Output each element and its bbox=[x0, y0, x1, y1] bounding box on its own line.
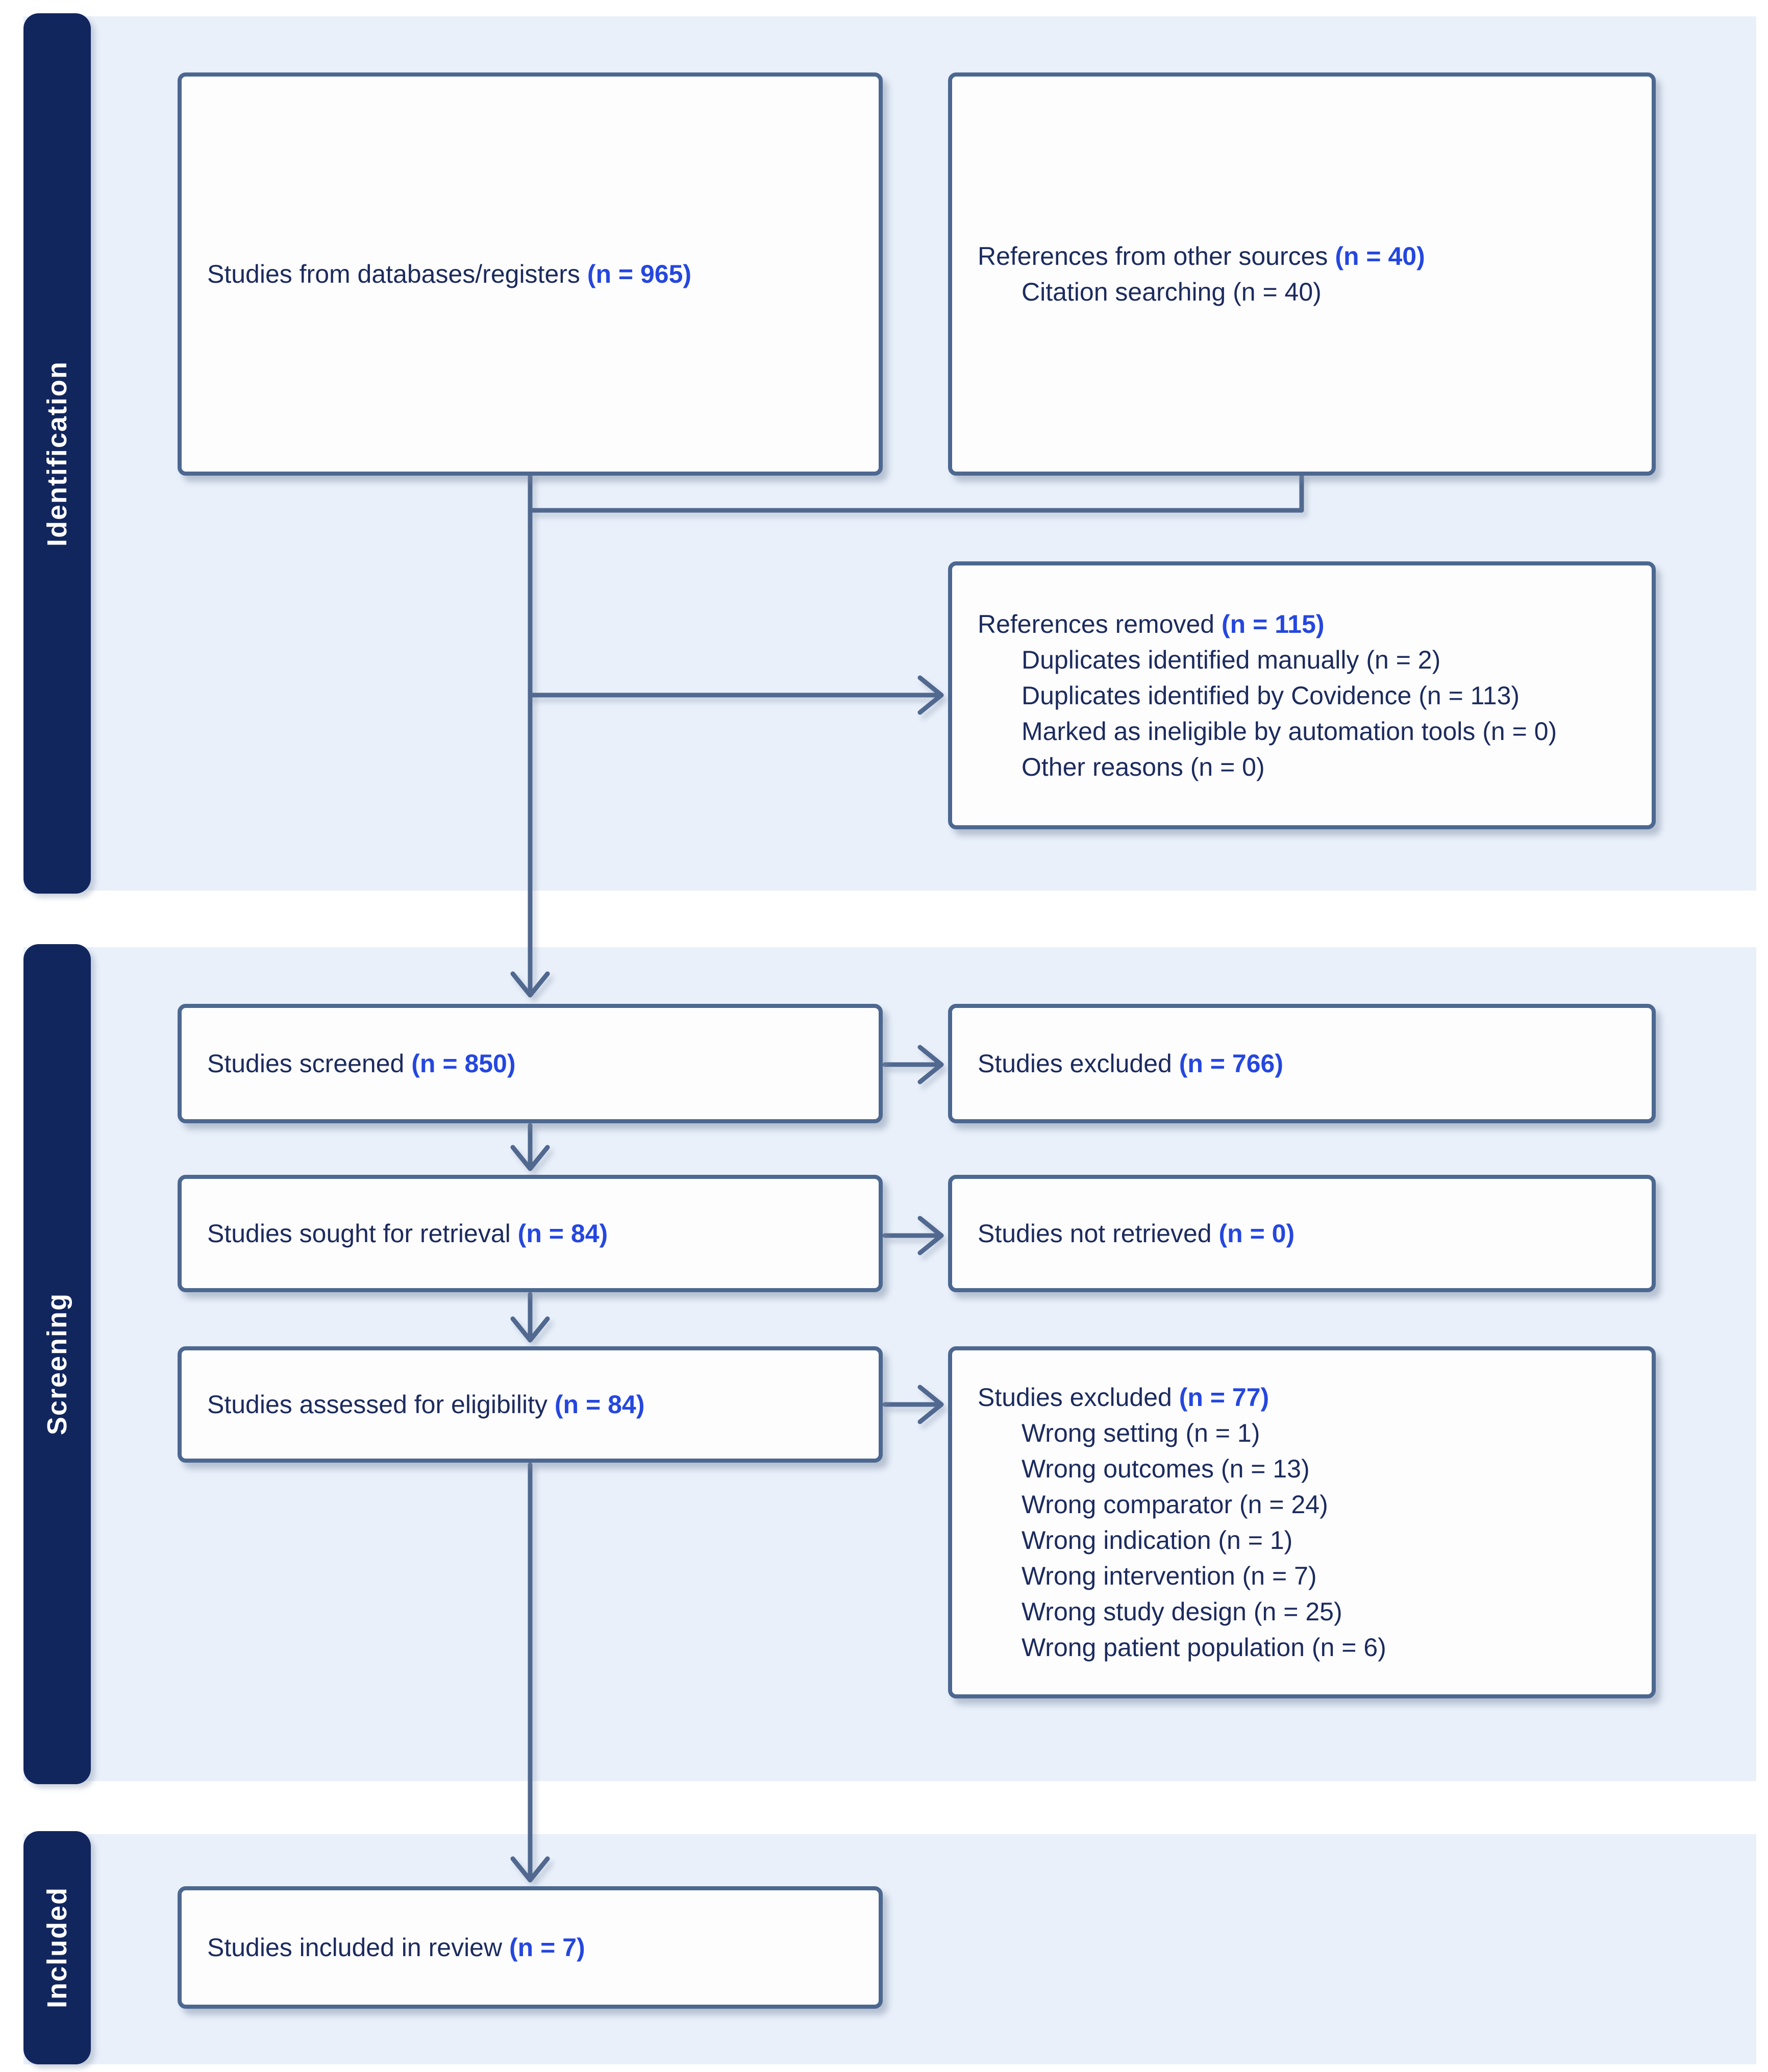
box-count: (n = 84) bbox=[517, 1219, 608, 1248]
box-count: (n = 84) bbox=[554, 1390, 645, 1419]
box-studies-not-retrieved: Studies not retrieved (n = 0) bbox=[948, 1175, 1656, 1292]
box-studies-sought-retrieval: Studies sought for retrieval (n = 84) bbox=[178, 1175, 883, 1292]
box-count: (n = 766) bbox=[1179, 1049, 1283, 1078]
box-list-item: Wrong study design (n = 25) bbox=[1022, 1597, 1342, 1626]
box-list-item: Wrong indication (n = 1) bbox=[1022, 1526, 1293, 1555]
box-studies-excluded-eligibility: Studies excluded (n = 77) Wrong setting … bbox=[948, 1346, 1656, 1698]
box-list-item: Wrong setting (n = 1) bbox=[1022, 1419, 1260, 1447]
identification-label: Identification bbox=[42, 360, 72, 547]
box-list-item: Wrong comparator (n = 24) bbox=[1022, 1490, 1328, 1519]
box-count: (n = 77) bbox=[1179, 1383, 1269, 1412]
box-label: References from other sources bbox=[978, 242, 1328, 270]
box-count: (n = 850) bbox=[411, 1049, 516, 1078]
box-list-item: Duplicates identified by Covidence (n = … bbox=[1022, 681, 1520, 710]
box-count: (n = 115) bbox=[1222, 609, 1325, 638]
box-label: References removed bbox=[978, 609, 1215, 638]
box-text: Studies screened (n = 850) bbox=[207, 1046, 860, 1081]
box-label: Studies from databases/registers bbox=[207, 260, 580, 288]
included-label: Included bbox=[42, 1887, 72, 2009]
box-text: Studies included in review (n = 7) bbox=[207, 1930, 860, 1965]
box-label: Studies assessed for eligibility bbox=[207, 1390, 547, 1419]
box-references-other-sources: References from other sources (n = 40) C… bbox=[948, 72, 1656, 476]
box-studies-included-review: Studies included in review (n = 7) bbox=[178, 1886, 883, 2009]
section-label-screening: Screening bbox=[23, 944, 91, 1784]
box-text: Studies excluded (n = 766) bbox=[978, 1046, 1633, 1081]
box-text: Studies excluded (n = 77) bbox=[978, 1379, 1633, 1415]
box-list-item: Wrong outcomes (n = 13) bbox=[1022, 1454, 1310, 1483]
box-text: Studies assessed for eligibility (n = 84… bbox=[207, 1387, 860, 1422]
box-label: Studies not retrieved bbox=[978, 1219, 1212, 1248]
box-count: (n = 965) bbox=[587, 260, 692, 288]
box-studies-excluded-screening: Studies excluded (n = 766) bbox=[948, 1004, 1656, 1123]
box-list-item: Duplicates identified manually (n = 2) bbox=[1022, 645, 1441, 674]
screening-label: Screening bbox=[42, 1293, 72, 1436]
box-label: Studies excluded bbox=[978, 1049, 1172, 1078]
box-label: Studies included in review bbox=[207, 1933, 503, 1962]
box-label: Studies excluded bbox=[978, 1383, 1172, 1412]
box-studies-screened: Studies screened (n = 850) bbox=[178, 1004, 883, 1123]
box-list-item: Citation searching (n = 40) bbox=[1022, 278, 1322, 306]
box-studies-from-databases: Studies from databases/registers (n = 96… bbox=[178, 72, 883, 476]
box-count: (n = 7) bbox=[509, 1933, 585, 1962]
box-count: (n = 40) bbox=[1335, 242, 1425, 270]
section-label-included: Included bbox=[23, 1831, 91, 2064]
box-list-item: Other reasons (n = 0) bbox=[1022, 752, 1265, 781]
box-text: References from other sources (n = 40) bbox=[978, 238, 1633, 274]
box-label: Studies sought for retrieval bbox=[207, 1219, 511, 1248]
box-count: (n = 0) bbox=[1218, 1219, 1295, 1248]
section-label-identification: Identification bbox=[23, 13, 91, 894]
box-label: Studies screened bbox=[207, 1049, 405, 1078]
box-text: References removed (n = 115) bbox=[978, 606, 1633, 642]
box-text: Studies sought for retrieval (n = 84) bbox=[207, 1216, 860, 1251]
box-list-item: Marked as ineligible by automation tools… bbox=[1022, 717, 1557, 746]
box-list-item: Wrong patient population (n = 6) bbox=[1022, 1633, 1386, 1662]
box-text: Studies from databases/registers (n = 96… bbox=[207, 256, 860, 292]
box-text: Studies not retrieved (n = 0) bbox=[978, 1216, 1633, 1251]
box-studies-assessed-eligibility: Studies assessed for eligibility (n = 84… bbox=[178, 1346, 883, 1463]
box-list-item: Wrong intervention (n = 7) bbox=[1022, 1562, 1317, 1590]
box-references-removed: References removed (n = 115) Duplicates … bbox=[948, 561, 1656, 829]
